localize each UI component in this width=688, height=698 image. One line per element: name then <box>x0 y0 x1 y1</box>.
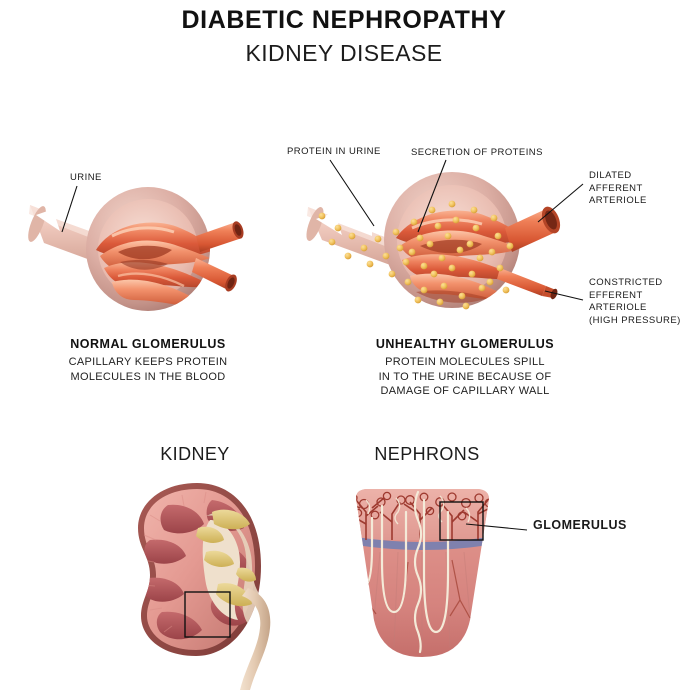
nephrons-heading: NEPHRONS <box>374 444 480 464</box>
secretion-of-proteins-leader-line <box>417 159 447 233</box>
label-urine: URINE <box>70 172 102 183</box>
unhealthy-glomerulus-caption: UNHEALTHY GLOMERULUS PROTEIN MOLECULES S… <box>340 337 590 399</box>
unhealthy-glomerulus-illustration <box>306 159 584 310</box>
constricted-efferent-line-3: ARTERIOLE <box>589 302 647 313</box>
nephron-zoom-box <box>439 501 484 541</box>
normal-glomerulus-caption-title: NORMAL GLOMERULUS <box>70 337 226 351</box>
label-secretion-of-proteins: SECRETION OF PROTEINS <box>411 147 543 158</box>
dilated-afferent-line-2: AFFERENT <box>589 182 643 194</box>
protein-molecules <box>318 200 514 310</box>
protein-in-urine-leader-line <box>329 159 375 227</box>
dilated-afferent-line-3: ARTERIOLE <box>589 195 647 206</box>
kidney-zoom-box <box>184 591 231 638</box>
unhealthy-glomerulus-caption-line-1: PROTEIN MOLECULES SPILL <box>385 356 545 368</box>
dilated-afferent-leader-line <box>537 183 584 223</box>
label-glomerulus: GLOMERULUS <box>533 518 627 532</box>
dilated-afferent-line-1: DILATED <box>589 170 632 181</box>
normal-glomerulus-illustration <box>28 185 244 311</box>
page-subtitle: KIDNEY DISEASE <box>245 40 443 66</box>
kidney-heading: KIDNEY <box>160 444 230 464</box>
label-protein-in-urine: PROTEIN IN URINE <box>287 146 381 157</box>
constricted-efferent-leader-line <box>544 290 584 301</box>
label-dilated-afferent-arteriole: DILATED AFFERENT ARTERIOLE <box>589 170 647 208</box>
unhealthy-glomerulus-caption-line-3: DAMAGE OF CAPILLARY WALL <box>380 385 550 397</box>
label-constricted-efferent-arteriole: CONSTRICTED EFFERENT ARTERIOLE (HIGH PRE… <box>589 277 681 327</box>
constricted-efferent-line-2: EFFERENT <box>589 289 643 301</box>
nephrons-illustration <box>356 489 528 657</box>
kidney-illustration <box>138 483 271 690</box>
normal-glomerulus-caption-line-1: CAPILLARY KEEPS PROTEIN <box>68 356 228 368</box>
constricted-efferent-line-1: CONSTRICTED <box>589 277 663 288</box>
page-title: DIABETIC NEPHROPATHY <box>181 6 507 34</box>
unhealthy-glomerulus-caption-line-2: IN TO THE URINE BECAUSE OF <box>378 370 552 383</box>
glomerulus-leader-line <box>465 523 528 531</box>
constricted-efferent-line-4: (HIGH PRESSURE) <box>589 314 681 326</box>
unhealthy-glomerulus-caption-title: UNHEALTHY GLOMERULUS <box>375 337 555 351</box>
urine-leader-line <box>61 185 78 233</box>
normal-glomerulus-caption-line-2: MOLECULES IN THE BLOOD <box>70 370 226 383</box>
normal-glomerulus-caption: NORMAL GLOMERULUS CAPILLARY KEEPS PROTEI… <box>35 337 261 384</box>
